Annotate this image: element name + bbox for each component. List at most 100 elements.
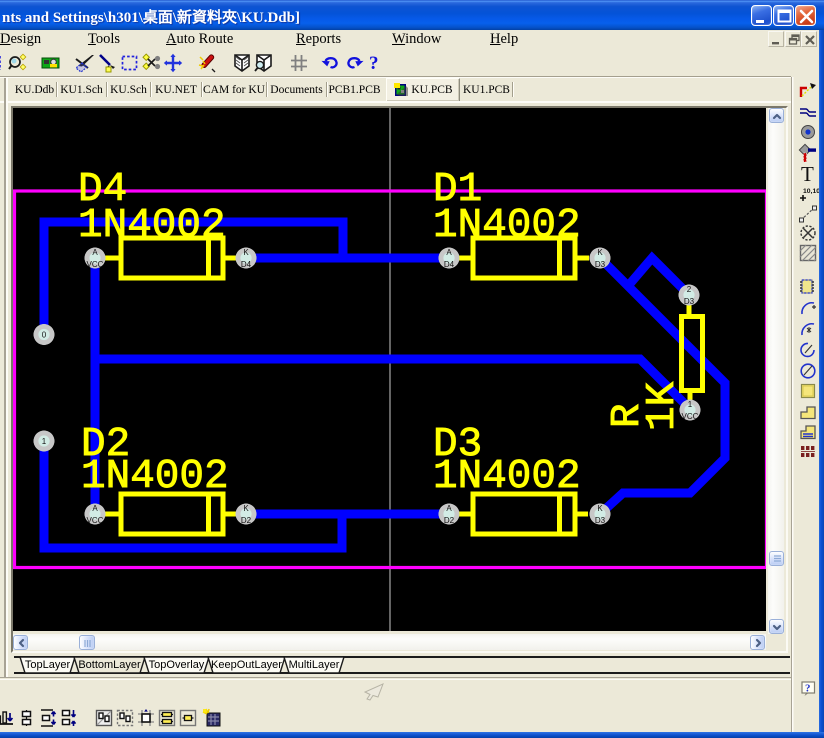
menu-help[interactable]: Help <box>490 31 519 47</box>
grid-icon[interactable] <box>289 53 309 73</box>
silk-text[interactable]: D4 <box>78 167 128 214</box>
document-tab-pcb1.pcb[interactable]: PCB1.PCB <box>327 79 382 101</box>
menu-design[interactable]: Design <box>0 31 42 47</box>
silk-text[interactable]: 1N4002 <box>433 454 582 501</box>
cutter-icon[interactable] <box>75 53 95 73</box>
silk-text[interactable]: 1K <box>640 381 687 432</box>
pad-A-D4[interactable]: AD4 <box>438 247 460 269</box>
silk-text[interactable]: D3 <box>433 422 483 469</box>
keepout-boundary[interactable] <box>13 189 767 570</box>
document-tab-ku1.sch[interactable]: KU1.Sch <box>57 79 106 101</box>
pad-1[interactable]: 1 <box>33 430 55 452</box>
component-body-D4[interactable] <box>118 235 226 281</box>
scroll-right-button[interactable] <box>750 634 765 650</box>
layer-tab-keepoutlayer[interactable]: KeepOutLayer <box>211 658 282 671</box>
minimize-button[interactable] <box>751 5 772 26</box>
stack-components-icon[interactable] <box>157 708 177 728</box>
library-icon[interactable] <box>232 53 252 73</box>
document-tab-documents[interactable]: Documents <box>267 79 326 101</box>
menu-auto-route[interactable]: Auto Route <box>166 31 234 47</box>
single-component-icon[interactable] <box>178 708 198 728</box>
close-button[interactable] <box>795 5 816 26</box>
vertical-scroll-thumb[interactable] <box>768 551 784 566</box>
silk-text[interactable]: 1N4002 <box>78 203 227 250</box>
pad-array-icon[interactable] <box>798 442 818 462</box>
place-arc-angle-icon[interactable] <box>798 340 818 360</box>
distribute-v2-icon[interactable] <box>58 708 78 728</box>
pad-K-D3[interactable]: KD3 <box>589 247 611 269</box>
redo-icon[interactable] <box>344 53 364 73</box>
place-position-icon[interactable]: 10,10 <box>798 184 820 204</box>
select-area-icon[interactable] <box>120 53 140 73</box>
place-string-icon[interactable]: T <box>798 162 818 186</box>
component-body-D2[interactable] <box>118 491 226 537</box>
move-dots-icon[interactable] <box>142 53 162 73</box>
place-fill-icon[interactable] <box>798 381 818 401</box>
document-tab-ku.ddb[interactable]: KU.Ddb <box>13 79 56 101</box>
scroll-left-button[interactable] <box>13 634 28 650</box>
maximize-button[interactable] <box>773 5 794 26</box>
zoom-component-icon[interactable] <box>7 53 27 73</box>
move-cross-icon[interactable] <box>163 53 183 73</box>
pad-A-D2[interactable]: AD2 <box>438 503 460 525</box>
help-icon[interactable]: ? <box>366 53 386 74</box>
align-center-icon[interactable] <box>17 708 37 728</box>
undo-icon[interactable] <box>321 53 341 73</box>
help-box-icon[interactable]: ? <box>801 681 821 701</box>
place-arc-center-icon[interactable] <box>798 319 818 339</box>
pad-0[interactable]: 0 <box>33 323 55 346</box>
move-to-grid-icon[interactable] <box>136 708 156 728</box>
probe-icon[interactable] <box>98 53 118 73</box>
arrange-room-icon[interactable] <box>94 708 114 728</box>
place-component-icon[interactable] <box>798 277 818 297</box>
library-browse-icon[interactable] <box>253 53 273 73</box>
place-via-icon[interactable] <box>798 143 818 163</box>
highlight-wand-icon[interactable] <box>198 53 218 73</box>
close-document-button[interactable] <box>801 31 817 47</box>
place-coordinate-icon[interactable] <box>798 102 818 122</box>
silk-text[interactable]: D2 <box>81 422 131 469</box>
set-origin-icon[interactable] <box>798 223 818 243</box>
layer-tab-toplayer[interactable]: TopLayer <box>24 658 71 671</box>
place-dimension-icon[interactable] <box>798 204 818 224</box>
trace-net-D4[interactable] <box>39 217 348 335</box>
grid-manager-icon[interactable] <box>202 708 222 728</box>
pad-K-D4[interactable]: KD4 <box>235 247 257 269</box>
place-track-icon[interactable] <box>798 81 818 101</box>
trace-net-VCC[interactable] <box>95 354 694 413</box>
place-pad-icon[interactable] <box>798 122 818 142</box>
document-tab-ku.sch[interactable]: KU.Sch <box>107 79 150 101</box>
silk-text[interactable]: R <box>605 403 652 429</box>
trace-net-D3[interactable] <box>624 251 693 299</box>
split-plane-icon[interactable] <box>798 422 818 442</box>
document-tab-ku.net[interactable]: KU.NET <box>151 79 201 101</box>
minimize-document-button[interactable] <box>768 31 784 47</box>
scroll-up-button[interactable] <box>768 108 784 123</box>
pad-2-D3[interactable]: 2D3 <box>678 284 700 306</box>
horizontal-scrollbar[interactable] <box>13 634 766 650</box>
place-circle-icon[interactable] <box>798 361 818 381</box>
menu-window[interactable]: Window <box>392 31 442 47</box>
place-fill-hatch-icon[interactable] <box>798 243 818 263</box>
component-body-D3[interactable] <box>470 491 578 537</box>
layer-tab-topoverlay[interactable]: TopOverlay <box>148 658 205 671</box>
trace-net-1[interactable] <box>39 441 347 553</box>
silk-text[interactable]: 1N4002 <box>433 203 582 250</box>
menu-reports[interactable]: Reports <box>296 31 342 47</box>
place-polygon-icon[interactable] <box>798 402 818 422</box>
component-body-R[interactable] <box>679 314 705 393</box>
layer-tab-bottomlayer[interactable]: BottomLayer <box>78 658 141 671</box>
document-tab-ku1.pcb[interactable]: KU1.PCB <box>461 79 512 101</box>
align-bottom-icon[interactable] <box>0 708 15 728</box>
place-arc-edge-icon[interactable] <box>798 298 818 318</box>
restore-document-button[interactable] <box>784 31 801 47</box>
document-tab-cam for ku[interactable]: CAM for KU <box>202 79 266 101</box>
component-body-D1[interactable] <box>470 235 578 281</box>
browse-board-icon[interactable] <box>41 53 61 73</box>
pad-K-D3[interactable]: KD3 <box>589 503 611 525</box>
horizontal-scroll-thumb[interactable] <box>79 634 95 650</box>
document-tab-ku.pcb[interactable]: KU.PCB <box>386 78 460 102</box>
